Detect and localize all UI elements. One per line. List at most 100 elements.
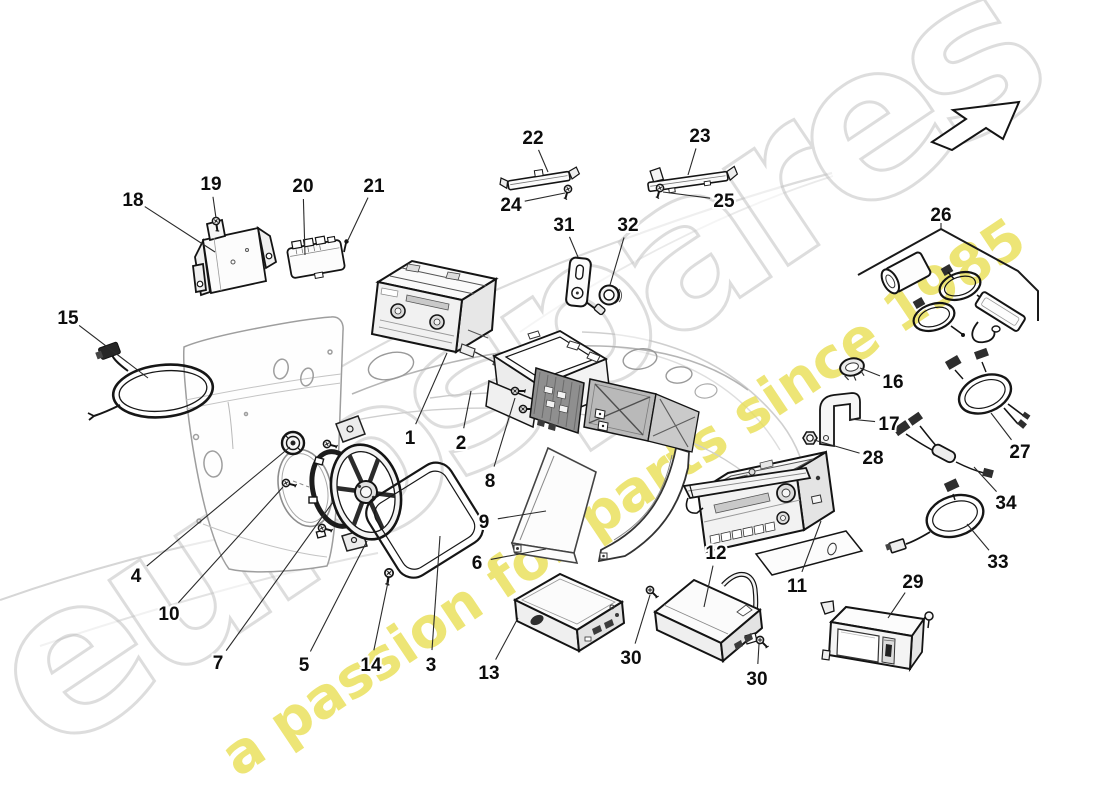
callout-label-24-part-25[interactable]: 25 (711, 189, 737, 214)
callout-label-33-part-33[interactable]: 33 (985, 550, 1010, 575)
callout-label-4-part-5[interactable]: 5 (297, 653, 312, 678)
sensor-16 (839, 357, 865, 381)
callout-label-1-part-2[interactable]: 2 (454, 431, 469, 456)
callout-label-18-part-19[interactable]: 19 (198, 172, 223, 197)
leader-line-21-part-22 (538, 149, 549, 173)
leader-line-27-part-28 (813, 439, 860, 454)
nut-28 (802, 431, 818, 445)
control-module-box (653, 572, 764, 663)
leader-line-19-part-20 (302, 198, 306, 256)
leader-line-11-part-12 (703, 565, 714, 608)
callout-label-32-part-32[interactable]: 32 (615, 213, 640, 238)
speaker-gasket (365, 461, 485, 579)
callout-label-25-part-26[interactable]: 26 (928, 203, 953, 228)
lattice-bracket (583, 378, 700, 453)
leader-line-3-part-4 (146, 446, 291, 567)
pin-21 (343, 239, 349, 253)
callout-label-2-part-3[interactable]: 3 (424, 653, 439, 678)
callout-label-22-part-23[interactable]: 23 (687, 124, 712, 149)
callout-label-19-part-20[interactable]: 20 (290, 174, 315, 199)
leader-line-7-part-8 (493, 397, 516, 467)
sill-trim (597, 446, 690, 563)
leader-line-20-part-21 (347, 197, 369, 241)
leader-line-34-part-34 (973, 466, 997, 493)
callout-label-21-part-22[interactable]: 22 (520, 126, 545, 151)
control-unit-20 (286, 235, 346, 279)
bracket-17 (819, 392, 861, 448)
mounting-bracket-dark (529, 367, 585, 435)
callout-label-14-part-15[interactable]: 15 (55, 306, 81, 331)
antenna-cable (87, 341, 215, 421)
leader-line-1-part-2 (463, 390, 472, 429)
callout-label-27-part-28[interactable]: 28 (860, 446, 885, 471)
leader-line-10-part-11 (801, 520, 822, 573)
radio-head-unit (370, 259, 510, 375)
nav-radio-unit (682, 450, 864, 576)
callout-label-15-part-16[interactable]: 16 (880, 370, 905, 395)
leader-line-33-part-33 (966, 523, 990, 551)
callout-label-3-part-4[interactable]: 4 (129, 564, 144, 589)
door-panel (183, 316, 344, 573)
callout-label-23-part-24[interactable]: 24 (498, 193, 524, 218)
mounting-bracket-18 (192, 218, 278, 297)
adapter-cable-34 (892, 411, 994, 479)
callout-label-13-part-14[interactable]: 14 (358, 653, 384, 678)
leader-line-26-part-27 (990, 412, 1012, 441)
callout-label-8-part-9[interactable]: 9 (477, 510, 492, 535)
leader-line-15-part-16 (859, 367, 881, 377)
screw-30-icon (643, 583, 661, 601)
leader-line-28-part-29 (887, 592, 906, 619)
leader-line-22-part-23 (687, 148, 697, 176)
cable-27 (944, 347, 1031, 429)
leader-line-6-part-7 (225, 501, 334, 651)
mounting-rail-23 (647, 165, 739, 194)
leader-line-0-part-1 (415, 352, 448, 425)
nav-arrow-icon (929, 100, 1021, 152)
leader-line-16-part-17 (848, 418, 876, 423)
callout-label-11-part-12[interactable]: 12 (703, 541, 728, 566)
callout-label-16-part-17[interactable]: 17 (876, 412, 901, 437)
display-module (820, 600, 934, 673)
screw-30-icon (753, 633, 771, 651)
leader-line-24-part-25 (662, 191, 711, 199)
callout-label-12-part-13[interactable]: 13 (476, 661, 501, 686)
leader-line-4-part-5 (309, 540, 368, 652)
callout-label-10-part-11[interactable]: 11 (785, 574, 810, 599)
leader-line-31-part-31 (568, 236, 579, 258)
callout-label-9-part-10[interactable]: 10 (156, 602, 181, 627)
leader-line-5-part-6 (490, 548, 547, 560)
leader-line-32-part-32 (609, 237, 625, 286)
leader-line-18-part-19 (212, 196, 217, 219)
leader-line-29-part-30 (634, 594, 651, 644)
retaining-plate-31 (565, 256, 592, 308)
grommet-32 (585, 284, 623, 316)
leader-line-30-part-30 (757, 643, 760, 665)
leader-line-8-part-9 (497, 510, 547, 520)
callout-label-20-part-21[interactable]: 21 (361, 174, 387, 199)
leader-line-23-part-24 (524, 192, 566, 202)
callout-label-29-part-30[interactable]: 30 (618, 646, 643, 671)
leader-line-14-part-15 (78, 325, 149, 379)
speaker (329, 443, 403, 541)
leader-line-13-part-14 (373, 581, 389, 651)
callout-label-6-part-7[interactable]: 7 (211, 651, 226, 676)
callout-label-7-part-8[interactable]: 8 (483, 469, 498, 494)
callout-label-0-part-1[interactable]: 1 (403, 426, 418, 451)
callout-label-34-part-34[interactable]: 34 (993, 491, 1019, 516)
leader-line-9-part-10 (177, 486, 284, 603)
callout-label-17-part-18[interactable]: 18 (120, 188, 145, 213)
callout-label-30-part-30[interactable]: 30 (744, 667, 769, 692)
amplifier-box (512, 572, 626, 653)
callout-label-28-part-29[interactable]: 29 (900, 570, 925, 595)
retrofit-kit (857, 227, 1039, 344)
assembly-dashed-line (292, 480, 310, 488)
callout-label-26-part-27[interactable]: 27 (1007, 440, 1032, 465)
callout-label-31-part-31[interactable]: 31 (551, 213, 577, 238)
leader-line-17-part-18 (144, 206, 216, 253)
kick-panel-trim (510, 446, 597, 564)
callout-label-5-part-6[interactable]: 6 (470, 551, 485, 576)
leader-line-12-part-13 (495, 617, 519, 660)
